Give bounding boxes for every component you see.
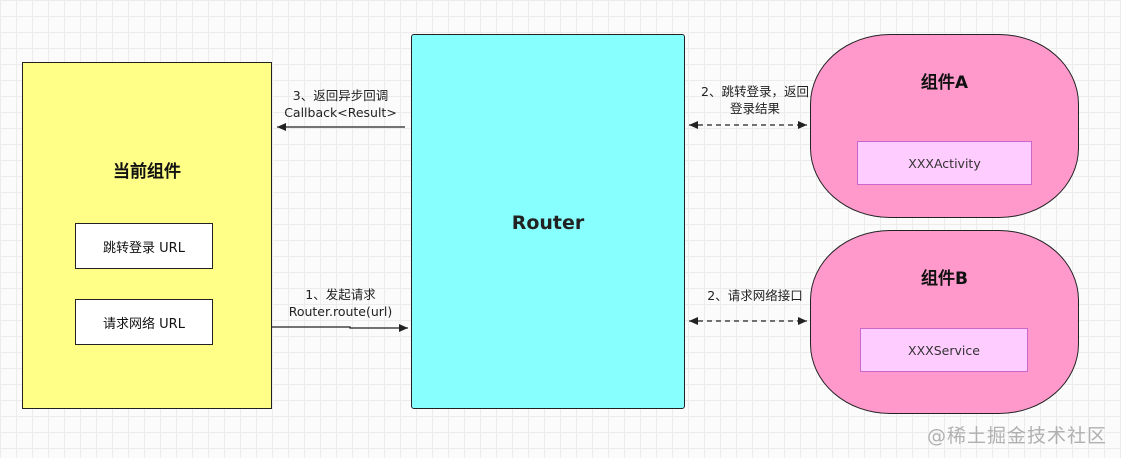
component-b-service-box: XXXService <box>860 328 1028 372</box>
router-box <box>411 34 685 409</box>
watermark: @稀土掘金技术社区 <box>926 425 1107 447</box>
network-label: 2、请求网络接口 <box>690 287 820 304</box>
callback-label-line2: Callback<Result> <box>284 105 397 120</box>
network-label-line1: 2、请求网络接口 <box>707 288 803 303</box>
login-label: 2、跳转登录，返回 登录结果 <box>690 83 820 117</box>
component-b-title: 组件B <box>921 269 968 289</box>
callback-label: 3、返回异步回调 Callback<Result> <box>268 87 413 121</box>
login-url-box: 跳转登录 URL <box>75 223 213 269</box>
router-title: Router <box>511 212 585 234</box>
callback-label-line1: 3、返回异步回调 <box>292 88 389 103</box>
component-a-activity-box: XXXActivity <box>857 141 1032 185</box>
current-component-title: 当前组件 <box>113 162 181 182</box>
request-arrow <box>272 324 408 332</box>
request-label: 1、发起请求 Router.route(url) <box>268 286 413 320</box>
login-label-line2: 登录结果 <box>729 101 780 116</box>
request-label-line1: 1、发起请求 <box>305 287 376 302</box>
component-b-box <box>810 230 1079 414</box>
component-a-box <box>810 34 1079 218</box>
request-label-line2: Router.route(url) <box>288 304 393 319</box>
login-label-line1: 2、跳转登录，返回 <box>701 84 809 99</box>
network-url-box: 请求网络 URL <box>75 299 213 345</box>
component-a-title: 组件A <box>920 73 969 93</box>
